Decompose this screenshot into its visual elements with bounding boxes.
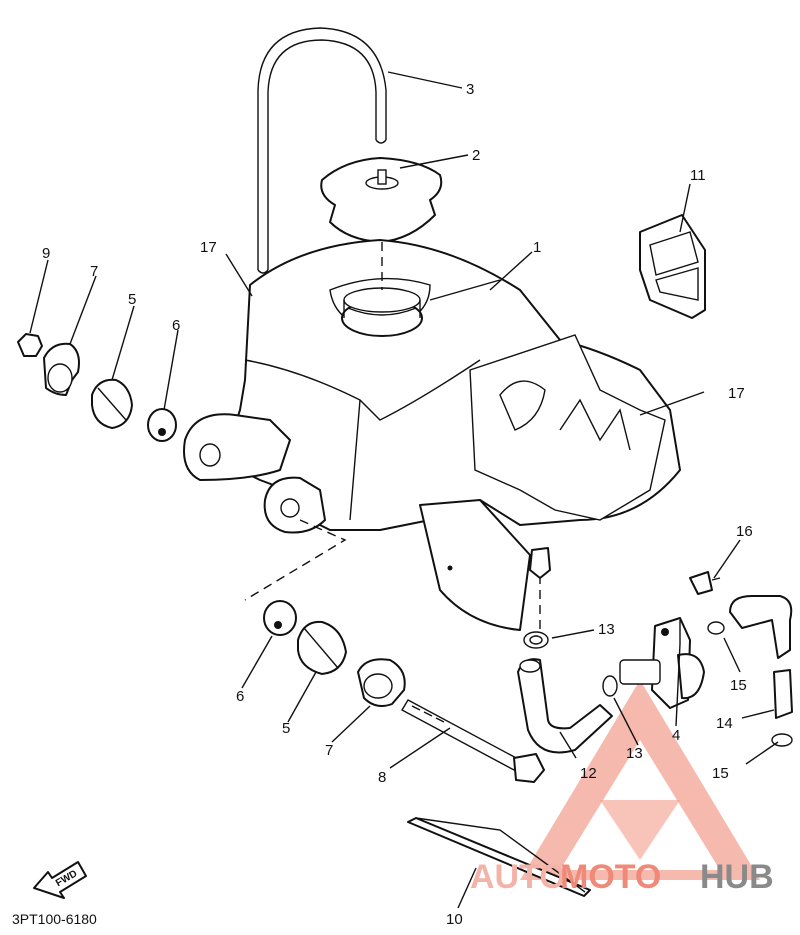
callout-11: 11 bbox=[690, 167, 706, 184]
callout-8: 8 bbox=[378, 769, 386, 786]
callout-14: 14 bbox=[716, 715, 733, 732]
callout-4: 4 bbox=[672, 727, 680, 744]
callout-17-left: 17 bbox=[200, 239, 217, 256]
hose-clamps bbox=[523, 621, 793, 747]
diagram-code: 3PT100-6180 bbox=[12, 911, 97, 927]
callout-13-upper: 13 bbox=[598, 621, 615, 638]
callout-17-right: 17 bbox=[728, 385, 745, 402]
callout-5-upper: 5 bbox=[128, 291, 136, 308]
watermark-hub: HUB bbox=[700, 858, 774, 896]
filler-neck bbox=[341, 287, 423, 337]
callout-15-upper: 15 bbox=[730, 677, 747, 694]
callout-12: 12 bbox=[580, 765, 597, 782]
callout-1: 1 bbox=[533, 239, 541, 256]
callout-6-upper: 6 bbox=[172, 317, 180, 334]
callout-15-lower: 15 bbox=[712, 765, 729, 782]
fuel-hoses bbox=[517, 595, 793, 754]
callout-13-lower: 13 bbox=[626, 745, 643, 762]
callout-2: 2 bbox=[472, 147, 480, 164]
tank-cushion-strip bbox=[407, 817, 591, 897]
callout-6-lower: 6 bbox=[236, 688, 244, 705]
callout-10: 10 bbox=[446, 911, 463, 928]
watermark-moto: MOTO bbox=[560, 858, 661, 896]
watermark-logo: AUTO MOTO HUB bbox=[470, 858, 774, 896]
fuel-cock bbox=[529, 547, 721, 709]
fuel-cap bbox=[320, 157, 443, 243]
cap-seal-plate bbox=[639, 214, 706, 319]
callout-labels: 1 2 3 4 5 5 6 6 7 7 8 9 10 11 12 13 13 1… bbox=[42, 81, 753, 928]
right-hardware bbox=[263, 600, 545, 783]
callout-16: 16 bbox=[736, 523, 753, 540]
breather-hose bbox=[257, 27, 387, 270]
watermark-triangle bbox=[520, 680, 760, 880]
left-hardware bbox=[17, 333, 177, 442]
callout-3: 3 bbox=[466, 81, 474, 98]
fwd-arrow-icon: FWD bbox=[33, 861, 87, 899]
callout-9: 9 bbox=[42, 245, 50, 262]
callout-5-lower: 5 bbox=[282, 720, 290, 737]
leader-lines bbox=[29, 71, 779, 909]
fuel-tank bbox=[183, 239, 681, 631]
callout-7-lower: 7 bbox=[325, 742, 333, 759]
watermark-auto: AUTO bbox=[470, 858, 566, 896]
callout-7-upper: 7 bbox=[90, 263, 98, 280]
